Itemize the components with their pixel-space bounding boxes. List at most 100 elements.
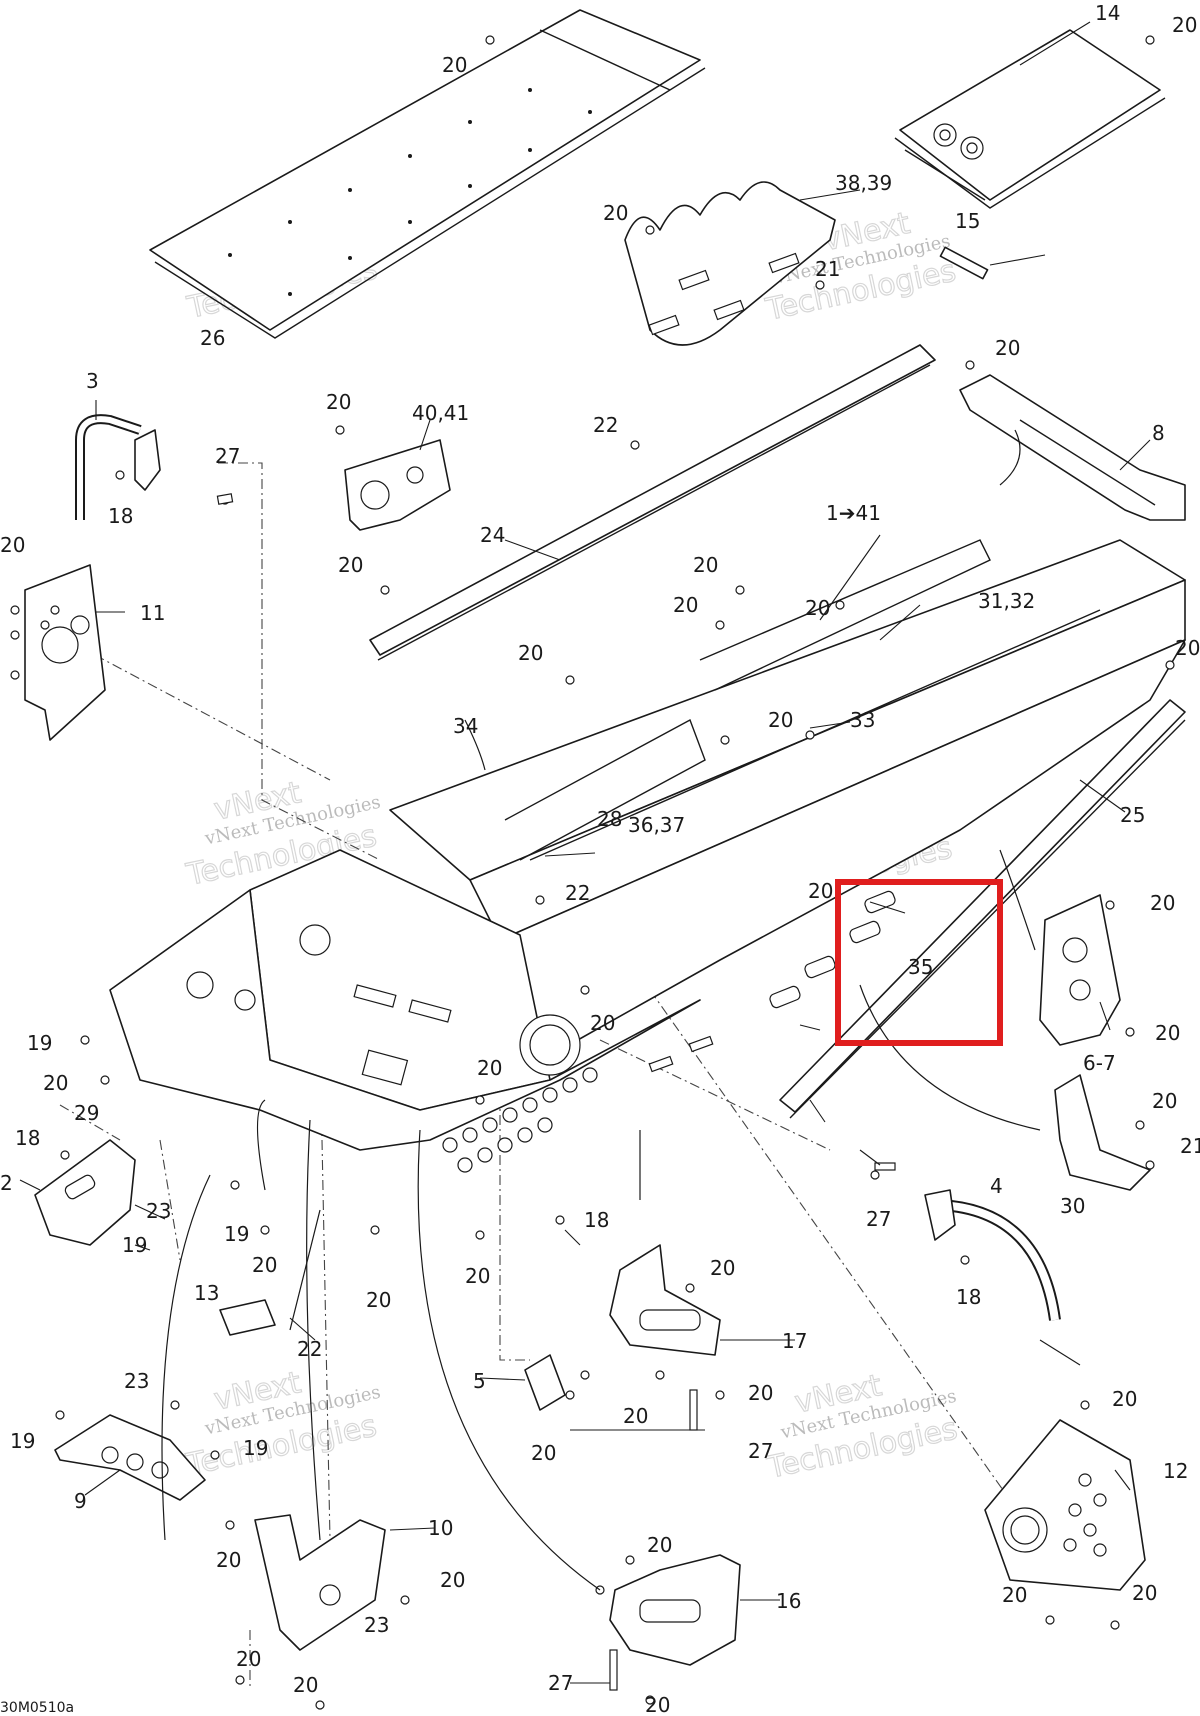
callout-20: 20	[440, 1568, 465, 1592]
callout-22: 22	[297, 1337, 322, 1361]
callout-34: 34	[453, 714, 478, 738]
bracket-2-29	[34, 1139, 136, 1246]
callout-15: 15	[955, 209, 980, 233]
callout-20: 20	[216, 1548, 241, 1572]
bracket-6-7	[1039, 894, 1121, 1046]
callout-20: 20	[43, 1071, 68, 1095]
side-plate-12	[984, 1419, 1146, 1591]
handle-4	[924, 1189, 1061, 1321]
rail-24	[369, 344, 936, 661]
callout-20: 20	[252, 1253, 277, 1277]
callout-20: 20	[1175, 636, 1200, 660]
rear-cover-14	[894, 29, 1166, 209]
callout-19: 19	[27, 1031, 52, 1055]
callout-20: 20	[673, 593, 698, 617]
callout-20: 20	[1132, 1581, 1157, 1605]
callout-18: 18	[108, 504, 133, 528]
callout-20: 20	[442, 53, 467, 77]
bracket-30	[1054, 1074, 1151, 1191]
callout-18: 18	[584, 1208, 609, 1232]
callout-8: 8	[1152, 421, 1165, 445]
callout-20: 20	[603, 201, 628, 225]
callout-23: 23	[146, 1199, 171, 1223]
callout-5: 5	[473, 1369, 486, 1393]
callout-20: 20	[1002, 1583, 1027, 1607]
callout-28: 28	[597, 807, 622, 831]
callout-20: 20	[518, 641, 543, 665]
arrows	[161, 429, 1041, 1591]
callout-20: 20	[1150, 891, 1175, 915]
callout-23: 23	[364, 1613, 389, 1637]
callout-21: 21	[815, 257, 840, 281]
callout-19: 19	[122, 1233, 147, 1257]
callout-3: 3	[86, 369, 99, 393]
callout-26: 26	[200, 326, 225, 350]
leaders	[19, 21, 1151, 1684]
plate-5	[524, 1354, 566, 1411]
callout-20: 20	[366, 1288, 391, 1312]
callout-10: 10	[428, 1516, 453, 1540]
fasteners	[10, 35, 1175, 1710]
callout-27: 27	[866, 1207, 891, 1231]
callout-12: 12	[1163, 1459, 1188, 1483]
callout-20: 20	[293, 1673, 318, 1697]
highlight-box-part-35[interactable]	[835, 879, 1003, 1046]
callout-20: 20	[623, 1404, 648, 1428]
callout-18: 18	[956, 1285, 981, 1309]
callout-16: 16	[776, 1589, 801, 1613]
callout-21: 21	[1180, 1134, 1200, 1158]
callout-20: 20	[693, 553, 718, 577]
figure-code: 30M0510a	[0, 1700, 74, 1716]
callout-27: 27	[548, 1671, 573, 1695]
callout-20: 20	[326, 390, 351, 414]
bracket-16	[609, 1554, 741, 1666]
callout-1-41: 1➔41	[826, 501, 881, 525]
callout-29: 29	[74, 1101, 99, 1125]
callout-20: 20	[768, 708, 793, 732]
bar-15	[939, 246, 989, 280]
callout-31-32: 31,32	[978, 589, 1035, 613]
callout-13: 13	[194, 1281, 219, 1305]
callout-14: 14	[1095, 1, 1120, 25]
callout-20: 20	[236, 1647, 261, 1671]
callout-9: 9	[74, 1489, 87, 1513]
rail-25	[779, 699, 1186, 1119]
callout-27: 27	[748, 1439, 773, 1463]
callout-30: 30	[1060, 1194, 1085, 1218]
handle-3	[75, 414, 161, 520]
bracket-40-41	[344, 439, 451, 531]
callout-20: 20	[1112, 1387, 1137, 1411]
callout-20: 20	[808, 879, 833, 903]
callout-20: 20	[647, 1533, 672, 1557]
callout-20: 20	[338, 553, 363, 577]
callout-22: 22	[565, 881, 590, 905]
rear-bracket-8	[959, 374, 1186, 521]
shield-38-39	[624, 181, 836, 346]
callout-18: 18	[15, 1126, 40, 1150]
callout-19: 19	[224, 1222, 249, 1246]
callout-20: 20	[477, 1056, 502, 1080]
callout-23: 23	[124, 1369, 149, 1393]
callout-2: 2	[0, 1171, 13, 1195]
callout-33: 33	[850, 708, 875, 732]
callout-20: 20	[710, 1256, 735, 1280]
callout-20: 20	[1172, 13, 1197, 37]
callout-17: 17	[782, 1329, 807, 1353]
callout-20: 20	[645, 1693, 670, 1716]
callout-40-41: 40,41	[412, 401, 469, 425]
callout-20: 20	[1155, 1021, 1180, 1045]
footrest-holes	[442, 1067, 598, 1173]
callout-20: 20	[1152, 1089, 1177, 1113]
callout-20: 20	[465, 1264, 490, 1288]
callout-11: 11	[140, 601, 165, 625]
callout-20: 20	[531, 1441, 556, 1465]
callout-20: 20	[0, 533, 25, 557]
callout-20: 20	[748, 1381, 773, 1405]
callout-27: 27	[215, 444, 240, 468]
callout-22: 22	[593, 413, 618, 437]
callout-19: 19	[10, 1429, 35, 1453]
callout-24: 24	[480, 523, 505, 547]
callout-25: 25	[1120, 803, 1145, 827]
